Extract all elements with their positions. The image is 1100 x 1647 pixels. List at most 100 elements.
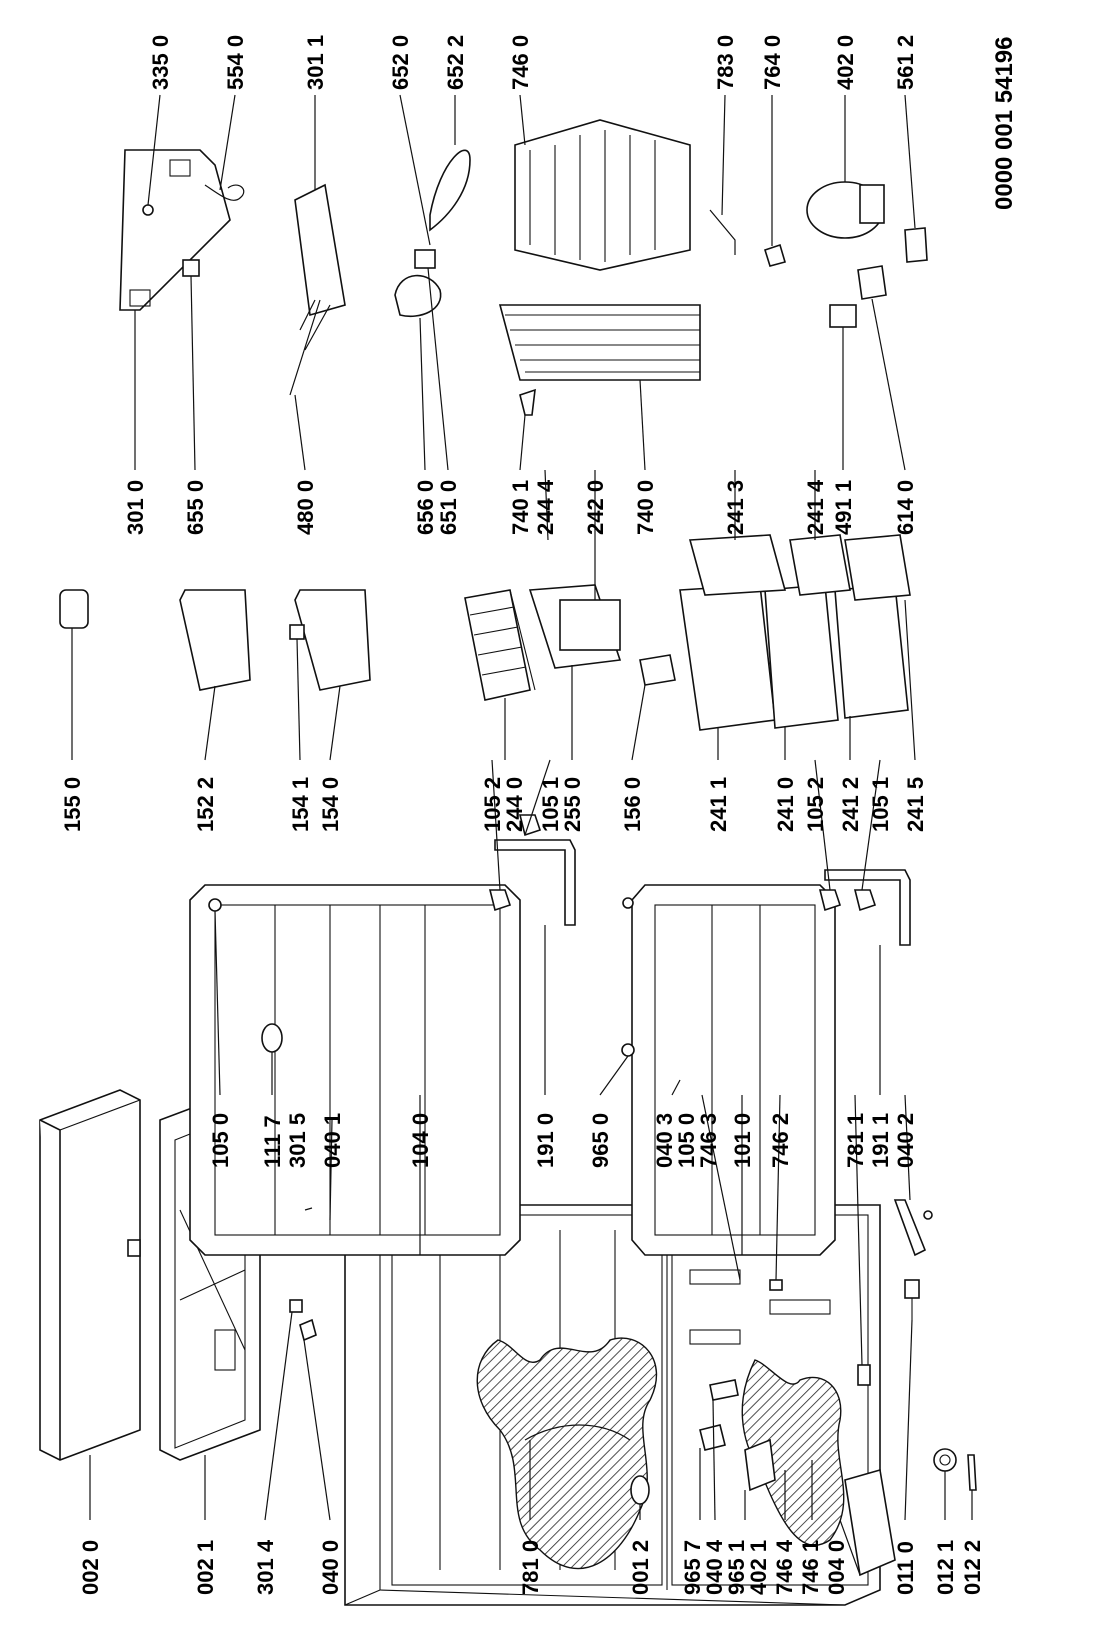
leader-lines xyxy=(71,94,973,1576)
part-label: 002 0 xyxy=(78,1540,103,1595)
drain-part xyxy=(857,1364,871,1386)
part-label: 040 0 xyxy=(318,1540,343,1595)
part-label: 764 0 xyxy=(760,35,785,90)
part-label: 040 1 xyxy=(320,1113,345,1168)
part-label: 480 0 xyxy=(293,480,318,535)
cable-part xyxy=(204,184,245,201)
part-label: 244 4 xyxy=(533,479,558,535)
crisper-drawer-part xyxy=(679,584,776,731)
part-label: 040 4 xyxy=(702,1539,727,1595)
thermal-protector-part xyxy=(857,265,887,300)
base-part xyxy=(844,1468,896,1577)
fridge-door-part xyxy=(631,884,836,1256)
part-label: 156 0 xyxy=(620,777,645,832)
shelf-clip-part xyxy=(289,624,305,640)
part-label: 105 1 xyxy=(868,777,893,832)
part-label: 242 0 xyxy=(583,480,608,535)
part-label: 104 0 xyxy=(408,1113,433,1168)
part-label: 740 1 xyxy=(508,480,533,535)
part-label: 105 0 xyxy=(208,1113,233,1168)
door-shelf-part xyxy=(294,589,371,691)
part-label: 652 0 xyxy=(388,35,413,90)
part-label: 004 0 xyxy=(824,1540,849,1595)
part-label: 301 5 xyxy=(285,1113,310,1168)
crisper-cover-part xyxy=(688,534,787,596)
part-label: 255 0 xyxy=(560,777,585,832)
part-label: 241 0 xyxy=(773,777,798,832)
ice-box-part xyxy=(559,599,621,651)
part-label: 154 1 xyxy=(288,777,313,832)
part-label: 554 0 xyxy=(223,35,248,90)
part-label: 001 2 xyxy=(628,1540,653,1595)
lamp-holder-part xyxy=(142,204,154,216)
part-label: 740 0 xyxy=(633,480,658,535)
part-label: 154 0 xyxy=(318,777,343,832)
fan-cover-part xyxy=(394,274,442,317)
compressor-part xyxy=(806,181,885,239)
screw-part xyxy=(621,1043,635,1057)
part-label: 655 0 xyxy=(183,480,208,535)
wire-shelf-part xyxy=(464,589,536,701)
crisper-drawer-part xyxy=(764,584,839,729)
control-board-part xyxy=(829,304,857,328)
top-cover-part xyxy=(39,1089,141,1461)
label-part xyxy=(294,183,346,317)
part-label: 965 7 xyxy=(680,1540,705,1595)
crisper-cover-part xyxy=(789,534,851,596)
filter-drier-part xyxy=(764,243,786,267)
drawing-code: 0000 001 54196 xyxy=(991,36,1018,210)
filter-part xyxy=(639,654,676,686)
evaporator-part xyxy=(498,304,701,381)
lamp-part xyxy=(182,259,200,277)
hinge-part xyxy=(893,1199,927,1257)
foot-part xyxy=(630,1475,650,1505)
part-label: 746 1 xyxy=(798,1540,823,1595)
part-label: 155 0 xyxy=(60,777,85,832)
part-label: 965 0 xyxy=(588,1113,613,1168)
part-label: 040 3 xyxy=(652,1113,677,1168)
part-label: 040 2 xyxy=(893,1113,918,1168)
part-label: 244 0 xyxy=(502,777,527,832)
part-label: 746 4 xyxy=(772,1539,797,1595)
part-label: 191 0 xyxy=(533,1113,558,1168)
door-handle-part xyxy=(824,869,911,946)
part-label: 241 5 xyxy=(903,777,928,832)
freezer-door-part xyxy=(189,884,521,1256)
thermostat-housing-part xyxy=(744,1438,776,1492)
part-label: 491 1 xyxy=(831,480,856,535)
part-label: 111 7 xyxy=(260,1115,285,1168)
bracket-part xyxy=(699,1424,726,1451)
part-label: 965 1 xyxy=(724,1540,749,1595)
part-label: 656 0 xyxy=(413,480,438,535)
part-label: 301 0 xyxy=(123,480,148,535)
part-label: 241 2 xyxy=(838,777,863,832)
hinge-clip-part xyxy=(299,1318,317,1342)
part-label: 152 2 xyxy=(193,777,218,832)
part-label: 301 4 xyxy=(253,1539,278,1595)
part-labels: 002 0 002 1 301 4 040 0 781 0 001 2 965 … xyxy=(60,35,1018,1595)
door-hinge-part xyxy=(853,889,877,912)
part-label: 241 3 xyxy=(723,480,748,535)
drain-tube-part xyxy=(524,1424,631,1441)
part-label: 101 0 xyxy=(730,1113,755,1168)
part-label: 011 0 xyxy=(893,1541,918,1595)
part-label: 781 0 xyxy=(518,1540,543,1595)
part-label: 335 0 xyxy=(148,35,173,90)
crisper-drawer-part xyxy=(834,584,909,719)
fan-motor-part xyxy=(414,249,436,269)
part-label: 561 2 xyxy=(893,35,918,90)
screw-part xyxy=(208,898,222,912)
part-label: 651 0 xyxy=(436,480,461,535)
button-part xyxy=(622,897,634,909)
part-label: 241 4 xyxy=(803,479,828,535)
part-label: 191 1 xyxy=(868,1113,893,1168)
light-cover-part xyxy=(119,149,231,311)
part-label: 301 1 xyxy=(303,35,328,90)
part-label: 012 2 xyxy=(960,1540,985,1595)
bushing-part xyxy=(933,1448,957,1472)
part-label: 746 3 xyxy=(696,1113,721,1168)
cap-part xyxy=(261,1023,283,1053)
cable-harness-part xyxy=(289,299,331,396)
part-label: 652 2 xyxy=(443,35,468,90)
